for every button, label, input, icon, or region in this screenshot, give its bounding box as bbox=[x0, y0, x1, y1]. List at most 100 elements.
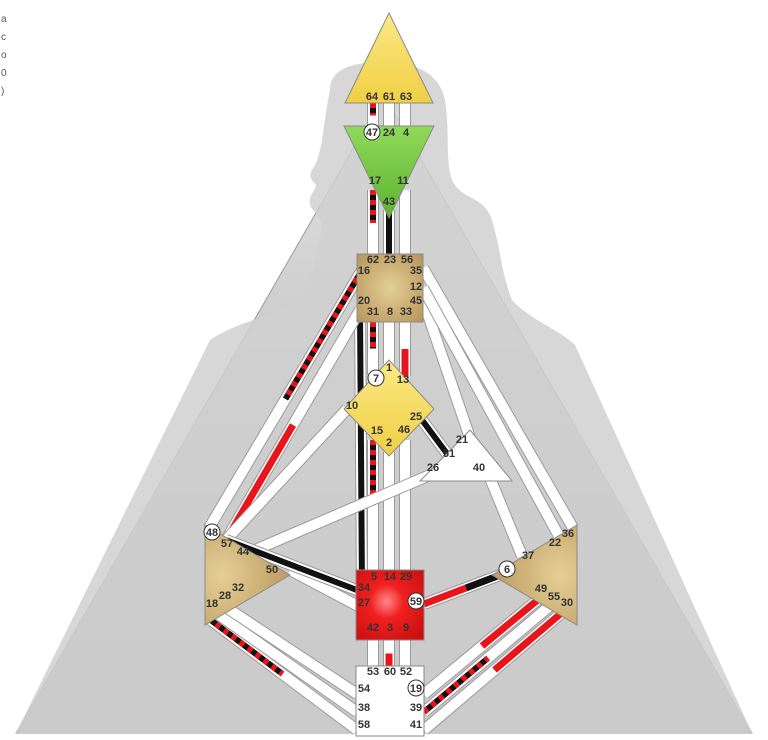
gate-42: 42 bbox=[367, 622, 379, 634]
gate-9: 9 bbox=[403, 622, 409, 634]
gate-label-20: 20 bbox=[358, 295, 370, 307]
gate-label-17: 17 bbox=[369, 175, 381, 187]
gate-label-38: 38 bbox=[358, 702, 370, 714]
channel-32-54 bbox=[214, 596, 361, 700]
gate-26: 26 bbox=[427, 462, 439, 474]
gate-30: 30 bbox=[561, 597, 573, 609]
throat-center bbox=[356, 253, 424, 323]
gate-57: 57 bbox=[221, 538, 233, 550]
gate-label-63: 63 bbox=[400, 91, 412, 103]
gate-label-32: 32 bbox=[232, 582, 244, 594]
root-center bbox=[355, 665, 425, 737]
gate-label-64: 64 bbox=[366, 91, 379, 103]
gate-label-5: 5 bbox=[371, 571, 377, 583]
channel-39-55 bbox=[420, 599, 556, 717]
gate-label-58: 58 bbox=[358, 719, 370, 731]
gate-34: 34 bbox=[358, 582, 371, 594]
corner-glyph: 0 bbox=[1, 68, 7, 79]
gate-label-48: 48 bbox=[206, 527, 218, 539]
gate-59: 59 bbox=[407, 592, 425, 610]
gate-17: 17 bbox=[369, 175, 381, 187]
gate-label-10: 10 bbox=[346, 400, 358, 412]
gate-label-3: 3 bbox=[387, 622, 393, 634]
gate-16: 16 bbox=[358, 265, 370, 277]
gate-39: 39 bbox=[410, 702, 422, 714]
gate-48: 48 bbox=[203, 523, 221, 541]
gate-36: 36 bbox=[562, 528, 574, 540]
gate-8: 8 bbox=[387, 306, 393, 318]
channel-28-38 bbox=[208, 605, 361, 717]
gate-12: 12 bbox=[410, 281, 422, 293]
gate-62: 62 bbox=[367, 254, 379, 266]
gate-label-2: 2 bbox=[386, 437, 392, 449]
channel-12-22 bbox=[417, 285, 566, 541]
gate-43: 43 bbox=[383, 196, 395, 208]
channel-45-21 bbox=[417, 298, 476, 440]
gate-circle-7 bbox=[367, 369, 385, 387]
gate-37: 37 bbox=[522, 550, 534, 562]
gate-50: 50 bbox=[266, 564, 278, 576]
gate-circle-59 bbox=[407, 592, 425, 610]
gate-label-15: 15 bbox=[371, 425, 383, 437]
gate-3: 3 bbox=[387, 622, 393, 634]
gate-label-34: 34 bbox=[358, 582, 371, 594]
gate-label-43: 43 bbox=[383, 196, 395, 208]
gate-47: 47 bbox=[363, 123, 381, 141]
gate-27: 27 bbox=[358, 597, 370, 609]
gate-33: 33 bbox=[400, 306, 412, 318]
gate-10: 10 bbox=[346, 400, 358, 412]
gate-46: 46 bbox=[398, 424, 410, 436]
gate-label-59: 59 bbox=[410, 596, 422, 608]
gate-label-51: 51 bbox=[443, 448, 455, 460]
gate-18: 18 bbox=[206, 598, 218, 610]
gate-2: 2 bbox=[386, 437, 392, 449]
gate-38: 38 bbox=[358, 702, 370, 714]
gate-label-27: 27 bbox=[358, 597, 370, 609]
gate-label-52: 52 bbox=[400, 666, 412, 678]
gate-23: 23 bbox=[384, 254, 396, 266]
gate-label-25: 25 bbox=[410, 411, 422, 423]
channel-26-44 bbox=[245, 469, 433, 559]
channel-19-49 bbox=[420, 593, 544, 699]
gate-label-47: 47 bbox=[366, 127, 378, 139]
gate-32: 32 bbox=[232, 582, 244, 594]
gate-49: 49 bbox=[535, 583, 547, 595]
gate-label-4: 4 bbox=[403, 127, 410, 139]
gate-11: 11 bbox=[397, 175, 409, 187]
gate-44: 44 bbox=[237, 546, 250, 558]
gate-13: 13 bbox=[397, 374, 409, 386]
gate-label-23: 23 bbox=[384, 254, 396, 266]
gate-21: 21 bbox=[456, 434, 468, 446]
gate-label-45: 45 bbox=[410, 295, 422, 307]
gate-29: 29 bbox=[400, 571, 412, 583]
gate-22: 22 bbox=[549, 537, 561, 549]
gate-label-9: 9 bbox=[403, 622, 409, 634]
gate-64: 64 bbox=[366, 91, 379, 103]
gate-label-11: 11 bbox=[397, 175, 409, 187]
gate-label-56: 56 bbox=[401, 254, 413, 266]
gate-1: 1 bbox=[386, 362, 392, 374]
gate-label-6: 6 bbox=[504, 564, 510, 576]
gate-label-1: 1 bbox=[386, 362, 392, 374]
corner-glyph: c bbox=[1, 32, 6, 43]
gate-label-7: 7 bbox=[373, 373, 379, 385]
gate-40: 40 bbox=[473, 462, 485, 474]
gate-63: 63 bbox=[400, 91, 412, 103]
gate-label-46: 46 bbox=[398, 424, 410, 436]
gate-41: 41 bbox=[410, 719, 422, 731]
gate-circle-19 bbox=[407, 679, 425, 697]
gate-label-60: 60 bbox=[384, 666, 396, 678]
gate-5: 5 bbox=[371, 571, 377, 583]
gate-55: 55 bbox=[548, 591, 560, 603]
gate-56: 56 bbox=[401, 254, 413, 266]
gate-20: 20 bbox=[358, 295, 370, 307]
gate-label-55: 55 bbox=[548, 591, 560, 603]
gate-label-21: 21 bbox=[456, 434, 468, 446]
channel-35-36 bbox=[417, 265, 579, 531]
gate-4: 4 bbox=[403, 127, 410, 139]
spleen-center bbox=[204, 524, 291, 626]
corner-glyph: ) bbox=[1, 86, 4, 97]
gate-35: 35 bbox=[410, 265, 422, 277]
